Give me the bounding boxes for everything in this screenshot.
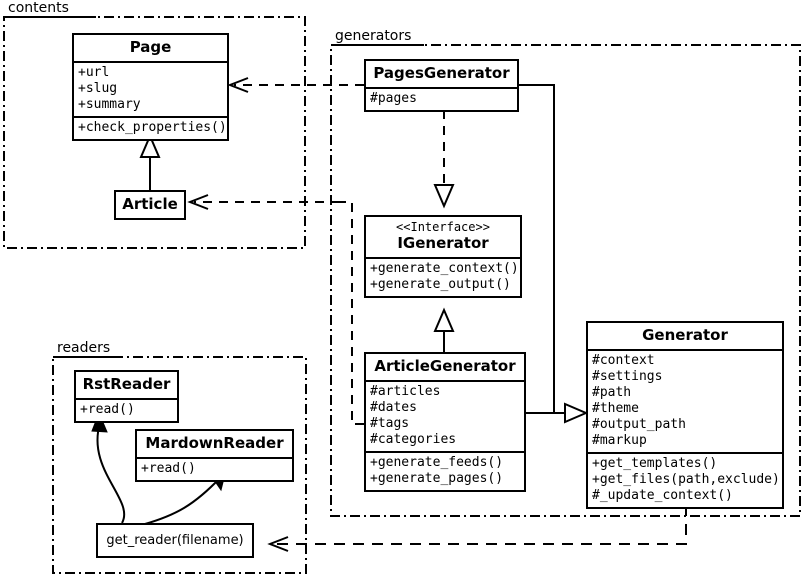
relationship-generators-to-generator [519,84,589,424]
function-name-get-reader: get_reader(filename) [106,533,244,548]
relationship-getreader-to-rstreader [91,411,126,524]
class-methods-mardownreader: +read() [137,457,292,480]
class-name-articlegenerator: ArticleGenerator [374,357,516,375]
class-name-page: Page [129,38,172,56]
method: +generate_feeds() [370,455,504,470]
method: +generate_pages() [370,471,504,486]
attribute: #settings [592,369,663,384]
class-box-rstreader[interactable]: RstReader +read() [74,370,179,423]
attribute: +summary [78,97,141,112]
class-methods-generator: +get_templates() +get_files(path,exclude… [588,452,782,507]
class-methods-rstreader: +read() [76,398,177,421]
attribute: #theme [592,401,639,416]
class-name-mardownreader: MardownReader [145,434,284,452]
class-attributes-page: +url +slug +summary [74,61,227,116]
relationship-article-to-page [139,133,161,190]
attribute: #articles [370,384,441,399]
class-methods-page: +check_properties() [74,116,227,139]
class-methods-igenerator: +generate_context() +generate_output() [366,257,520,296]
method: +generate_context() [370,261,519,276]
attribute: #path [592,385,632,400]
attribute: #output_path [592,417,686,432]
attribute: +slug [78,81,118,96]
attribute: #tags [370,416,410,431]
class-name-pagesgenerator: PagesGenerator [373,64,510,82]
attribute: #context [592,353,655,368]
class-name-rstreader: RstReader [82,375,171,393]
relationship-articlegenerator-to-igenerator [433,307,455,352]
relationship-generator-to-getreader [267,505,687,552]
class-attributes-generator: #context #settings #path #theme #output_… [588,349,782,452]
function-box-get-reader[interactable]: get_reader(filename) [96,523,254,558]
relationship-pagesgenerator-to-igenerator [433,110,455,209]
attribute: #pages [370,91,417,106]
class-box-generator[interactable]: Generator #context #settings #path #them… [586,321,784,509]
attribute: #categories [370,432,457,447]
class-attributes-articlegenerator: #articles #dates #tags #categories [366,380,524,451]
method: +get_templates() [592,456,718,471]
class-name-generator: Generator [642,326,728,344]
method: +get_files(path,exclude) [592,472,780,487]
package-label-readers: readers [55,340,113,356]
class-box-page[interactable]: Page +url +slug +summary +check_properti… [72,33,229,141]
class-name-igenerator: IGenerator [397,234,489,252]
class-box-mardownreader[interactable]: MardownReader +read() [135,429,294,482]
attribute: +url [78,65,110,80]
package-label-contents: contents [6,0,71,16]
class-stereotype-igenerator: <<Interface>> [396,220,490,234]
relationship-articlegenerator-to-article [187,194,364,425]
class-methods-articlegenerator: +generate_feeds() +generate_pages() [366,451,524,490]
class-box-article[interactable]: Article [114,190,186,220]
class-box-igenerator[interactable]: <<Interface>> IGenerator +generate_conte… [364,215,522,298]
method: +generate_output() [370,277,511,292]
method: +read() [80,402,135,417]
attribute: #markup [592,433,647,448]
class-name-article: Article [122,195,178,213]
class-attributes-pagesgenerator: #pages [366,87,517,110]
class-box-pagesgenerator[interactable]: PagesGenerator #pages [364,59,519,112]
method: +check_properties() [78,120,227,135]
relationship-pagesgenerator-to-page [227,77,364,93]
attribute: #dates [370,400,417,415]
method: #_update_context() [592,488,733,503]
class-box-articlegenerator[interactable]: ArticleGenerator #articles #dates #tags … [364,352,526,492]
method: +read() [141,461,196,476]
package-label-generators: generators [333,28,414,44]
